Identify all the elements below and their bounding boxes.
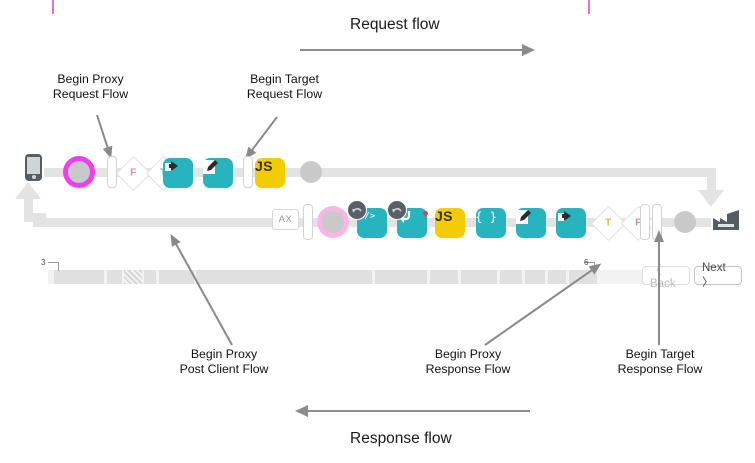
- svg-text:</>: </>: [359, 212, 376, 222]
- timeline-segment[interactable]: [525, 270, 545, 284]
- request-flow-title: Request flow: [350, 16, 440, 33]
- annotation-line-2: Request Flow: [246, 87, 323, 101]
- policy-route-r2[interactable]: [556, 208, 586, 238]
- timeline-segment[interactable]: [107, 270, 122, 284]
- flow-endpoint-circle-icon: [674, 211, 696, 233]
- response-flow-divider-3[interactable]: [652, 204, 662, 240]
- annotation-line-2: Response Flow: [425, 362, 511, 376]
- timeline-segment[interactable]: [54, 270, 104, 284]
- timeline-segment[interactable]: [548, 270, 566, 284]
- policy-error-dot-icon: [423, 211, 428, 216]
- policy-route-r1[interactable]: [163, 158, 193, 188]
- timeline-segment[interactable]: [375, 270, 427, 284]
- assign-message-pencil-icon: [516, 208, 546, 238]
- flow-endpoint-circle-r2[interactable]: [674, 211, 696, 233]
- timeline-bracket-right: [584, 262, 595, 271]
- request-flow-rail: [44, 168, 716, 177]
- timeline-segment[interactable]: [159, 270, 194, 284]
- route-arrow-icon: [556, 208, 586, 238]
- flow-start-circle-magenta[interactable]: [68, 161, 90, 183]
- response-flow-divider-1[interactable]: [303, 204, 313, 240]
- javascript-policy-icon: JS: [435, 208, 465, 238]
- request-rail-arrowhead: [698, 190, 724, 207]
- annotation-begin-target-request-flow: Begin Target Request Flow: [222, 72, 347, 102]
- target-server-factory-icon: [711, 208, 741, 232]
- flow-endpoint-circle-icon: [300, 161, 322, 183]
- annotation-line-2: Response Flow: [617, 362, 703, 376]
- response-flow-arrow: [295, 405, 530, 417]
- timeline-segment[interactable]: [430, 270, 458, 284]
- policy-javascript-r2[interactable]: JS: [435, 208, 465, 238]
- next-button[interactable]: Next 〉: [694, 262, 742, 289]
- leader-arrow-proxy-request: [92, 113, 116, 162]
- leader-arrow-post-client: [165, 229, 237, 348]
- annotation-line-2: Post Client Flow: [179, 362, 269, 376]
- route-arrow-icon: [163, 158, 193, 188]
- javascript-policy-icon: JS: [255, 158, 285, 188]
- assign-message-pencil-icon: [203, 158, 233, 188]
- flow-start-circle-pink[interactable]: [322, 211, 344, 233]
- timeline-bracket-left: [48, 262, 59, 271]
- policy-assign-message-r1[interactable]: [203, 158, 233, 188]
- annotation-line-1: Begin Proxy: [190, 347, 258, 361]
- annotation-begin-proxy-post-client-flow: Begin Proxy Post Client Flow: [160, 347, 288, 377]
- timeline-segment[interactable]: [500, 270, 522, 284]
- response-rail-elbow: [24, 196, 33, 222]
- response-flow-divider-2[interactable]: [640, 204, 650, 240]
- condition-false-icon: F: [620, 205, 656, 242]
- flow-endpoint-circle-r1[interactable]: [300, 161, 322, 183]
- timeline-segment[interactable]: [461, 270, 497, 284]
- policy-badge-icon-1: [347, 200, 367, 220]
- annotation-line-2: Request Flow: [52, 87, 129, 101]
- timeline-marker-left: [52, 0, 54, 14]
- timeline-tick-label-left: 3: [41, 258, 46, 267]
- client-app-node[interactable]: [25, 154, 42, 181]
- annotation-begin-proxy-request-flow: Begin Proxy Request Flow: [28, 72, 153, 102]
- request-flow-divider-2[interactable]: [243, 156, 253, 188]
- target-server-node[interactable]: [711, 208, 741, 232]
- ax-analytics-node[interactable]: AX: [272, 209, 299, 230]
- response-flow-title: Response flow: [350, 430, 452, 447]
- flow-divider-icon: [640, 204, 650, 240]
- flow-circle-magenta-icon: [68, 161, 90, 183]
- timeline-segment-hatched[interactable]: [124, 270, 142, 284]
- flow-circle-pink-icon: [322, 211, 344, 233]
- request-flow-arrow: [300, 44, 535, 56]
- policy-assign-message-r2[interactable]: [516, 208, 546, 238]
- flow-divider-icon: [243, 156, 253, 188]
- leader-arrow-target-response: [654, 227, 664, 345]
- policy-json-r2[interactable]: { }: [475, 208, 506, 238]
- back-button[interactable]: 〈 Back: [642, 265, 690, 290]
- flow-divider-icon: [652, 204, 662, 240]
- annotation-begin-proxy-response-flow: Begin Proxy Response Flow: [404, 347, 532, 377]
- annotation-line-1: Begin Target: [625, 347, 695, 361]
- timeline-marker-right: [588, 0, 590, 14]
- annotation-begin-target-response-flow: Begin Target Response Flow: [596, 347, 724, 377]
- response-rail-corner: [24, 213, 46, 222]
- response-rail-arrowhead: [15, 182, 41, 199]
- ax-analytics-icon: AX: [272, 209, 299, 230]
- flow-divider-icon: [303, 204, 313, 240]
- annotation-line-1: Begin Proxy: [434, 347, 502, 361]
- timeline-segment[interactable]: [144, 270, 156, 284]
- annotation-line-1: Begin Proxy: [57, 72, 124, 86]
- policy-javascript-r1[interactable]: JS: [255, 158, 285, 188]
- json-braces-policy-icon: { }: [475, 208, 506, 238]
- timeline-tick-label-right: 6: [584, 258, 589, 267]
- svg-text:{ }: { }: [476, 210, 496, 224]
- request-rail-elbow: [707, 168, 716, 194]
- annotation-line-1: Begin Target: [250, 72, 319, 86]
- mobile-phone-icon: [25, 154, 42, 181]
- policy-badge-icon-2: [387, 200, 407, 220]
- timeline-segment[interactable]: [196, 270, 372, 284]
